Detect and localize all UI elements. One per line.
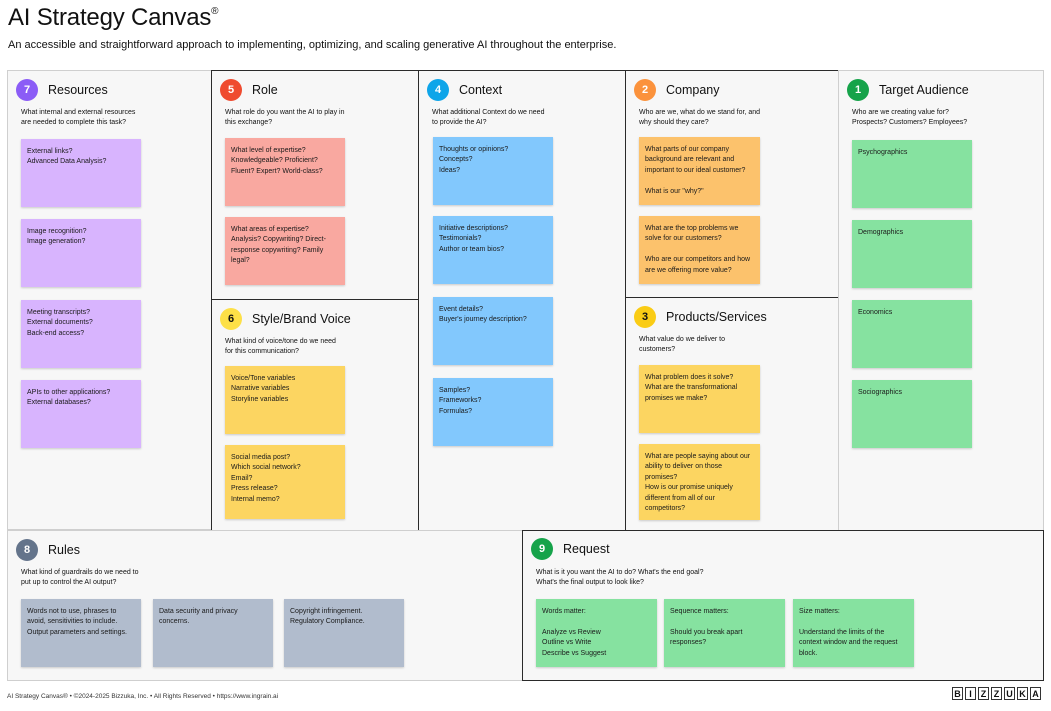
request-note-1: Words matter: Analyze vs Review Outline … (536, 599, 657, 667)
rules-note-2: Data security and privacy concerns. (153, 599, 273, 667)
role-question: What role do you want the AI to play in … (225, 109, 345, 126)
logo-letter: B (952, 687, 963, 700)
context-note-3: Event details? Buyer's journey descripti… (433, 297, 553, 365)
footer-copyright: AI Strategy Canvas® • ©2024-2025 Bizzuka… (7, 693, 279, 700)
resources-question: What internal and external resources are… (21, 109, 136, 126)
resources-number-badge: 7 (16, 79, 38, 101)
company-title: Company (666, 83, 720, 97)
rules-panel: 8 Rules What kind of guardrails do we ne… (7, 530, 523, 681)
context-question: What additional Context do we need to pr… (432, 109, 545, 126)
company-note-1: What parts of our company background are… (639, 137, 760, 205)
role-note-1: What level of expertise? Knowledgeable? … (225, 138, 345, 206)
resources-note-2: Image recognition? Image generation? (21, 219, 141, 287)
request-number-badge: 9 (531, 538, 553, 560)
audience-number-badge: 1 (847, 79, 869, 101)
rules-title: Rules (48, 543, 80, 557)
role-note-2: What areas of expertise? Analysis? Copyw… (225, 217, 345, 285)
products-title: Products/Services (666, 310, 767, 324)
audience-note-sociographics: Sociographics (852, 380, 972, 448)
audience-header: 1 Target Audience (847, 79, 969, 101)
request-title: Request (563, 542, 610, 556)
resources-note-4: APIs to other applications? External dat… (21, 380, 141, 448)
style-panel: 6 Style/Brand Voice What kind of voice/t… (211, 299, 419, 531)
logo-letter: I (965, 687, 976, 700)
style-question: What kind of voice/tone do we need for t… (225, 338, 336, 355)
audience-question: Who are we creating value for? Prospects… (852, 109, 968, 126)
resources-header: 7 Resources (16, 79, 108, 101)
page-title: AI Strategy Canvas® (8, 4, 219, 31)
company-note-2: What are the top problems we solve for o… (639, 216, 760, 284)
role-number-badge: 5 (220, 79, 242, 101)
rules-header: 8 Rules (16, 539, 80, 561)
audience-title: Target Audience (879, 83, 969, 97)
style-title: Style/Brand Voice (252, 312, 351, 326)
audience-note-demographics: Demographics (852, 220, 972, 288)
context-panel: 4 Context What additional Context do we … (418, 70, 626, 531)
company-panel: 2 Company Who are we, what do we stand f… (625, 70, 839, 298)
resources-note-3: Meeting transcripts? External documents?… (21, 300, 141, 368)
request-question: What is it you want the AI to do? What's… (536, 569, 704, 586)
products-note-1: What problem does it solve? What are the… (639, 365, 760, 433)
style-note-2: Social media post? Which social network?… (225, 445, 345, 519)
logo-letter: A (1030, 687, 1041, 700)
company-number-badge: 2 (634, 79, 656, 101)
role-title: Role (252, 83, 278, 97)
company-question: Who are we, what do we stand for, and wh… (639, 109, 761, 126)
rules-number-badge: 8 (16, 539, 38, 561)
audience-note-psychographics: Psychographics (852, 140, 972, 208)
resources-title: Resources (48, 83, 108, 97)
context-note-2: Initiative descriptions? Testimonials? A… (433, 216, 553, 284)
page-subtitle: An accessible and straightforward approa… (8, 39, 617, 51)
context-note-1: Thoughts or opinions? Concepts? Ideas? (433, 137, 553, 205)
context-number-badge: 4 (427, 79, 449, 101)
context-title: Context (459, 83, 503, 97)
logo-letter: Z (978, 687, 989, 700)
audience-panel: 1 Target Audience Who are we creating va… (838, 70, 1044, 531)
request-header: 9 Request (531, 538, 610, 560)
role-panel: 5 Role What role do you want the AI to p… (211, 70, 419, 300)
registered-mark: ® (211, 6, 219, 17)
style-number-badge: 6 (220, 308, 242, 330)
rules-note-1: Words not to use, phrases to avoid, sens… (21, 599, 141, 667)
request-panel: 9 Request What is it you want the AI to … (522, 530, 1044, 681)
products-header: 3 Products/Services (634, 306, 767, 328)
style-note-1: Voice/Tone variables Narrative variables… (225, 366, 345, 434)
bizzuka-logo: B I Z Z U K A (952, 687, 1041, 700)
rules-note-3: Copyright infringement. Regulatory Compl… (284, 599, 404, 667)
products-panel: 3 Products/Services What value do we del… (625, 297, 839, 531)
request-note-3: Size matters: Understand the limits of t… (793, 599, 914, 667)
rules-question: What kind of guardrails do we need to pu… (21, 569, 139, 586)
context-header: 4 Context (427, 79, 502, 101)
request-note-2: Sequence matters: Should you break apart… (664, 599, 785, 667)
resources-note-1: External links? Advanced Data Analysis? (21, 139, 141, 207)
company-header: 2 Company (634, 79, 720, 101)
audience-note-economics: Economics (852, 300, 972, 368)
products-question: What value do we deliver to customers? (639, 336, 725, 353)
style-header: 6 Style/Brand Voice (220, 308, 351, 330)
logo-letter: Z (991, 687, 1002, 700)
products-number-badge: 3 (634, 306, 656, 328)
context-note-4: Samples? Frameworks? Formulas? (433, 378, 553, 446)
role-header: 5 Role (220, 79, 278, 101)
resources-panel: 7 Resources What internal and external r… (7, 70, 212, 530)
logo-letter: K (1017, 687, 1028, 700)
logo-letter: U (1004, 687, 1015, 700)
products-note-2: What are people saying about our ability… (639, 444, 760, 520)
